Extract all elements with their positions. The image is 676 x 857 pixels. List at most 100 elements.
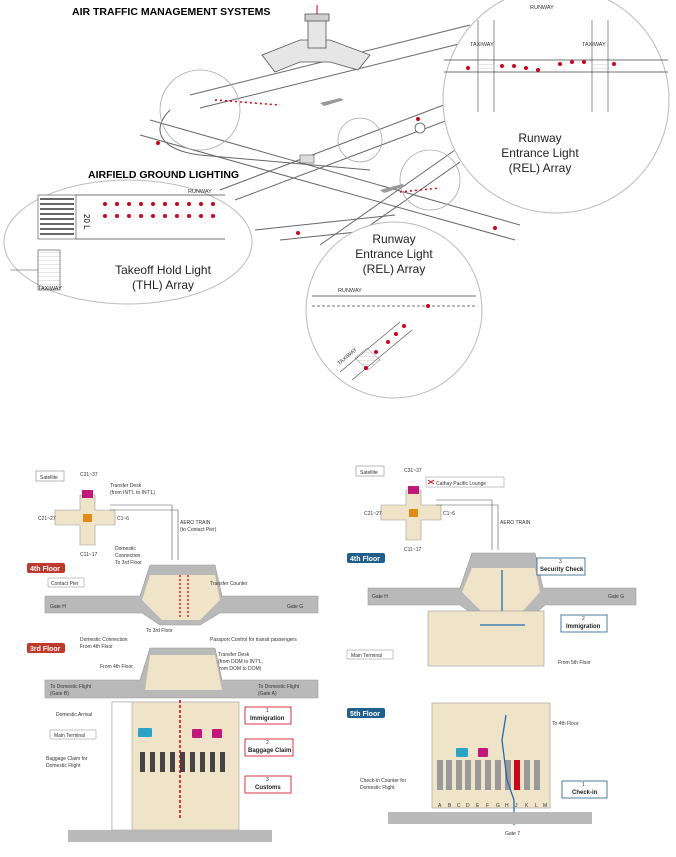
right-route-5f <box>501 714 515 825</box>
right-floor4-label: 4th Floor <box>350 556 380 563</box>
left-floor4-label: 4th Floor <box>30 566 60 573</box>
right-checkin-counters <box>437 760 540 790</box>
left-domestic-arrival: Domestic Arrival <box>56 712 92 718</box>
rel-array-detail-top: RUNWAY TAXIWAY TAXIWAY Runway Entrance L… <box>442 0 670 214</box>
svg-text:B: B <box>448 803 452 809</box>
right-floor5-badge <box>347 708 385 718</box>
left-transfer-desk-sub: (from INT'L to INT'L) <box>110 490 155 496</box>
airplane-icon <box>320 98 344 106</box>
rel-top-runway-label: RUNWAY <box>530 5 554 11</box>
right-checkin-dom-2: Domestic Flight <box>360 785 395 791</box>
zoom-markers <box>159 69 461 211</box>
right-road <box>388 812 592 824</box>
left-floor4-badge <box>27 563 65 573</box>
right-step-checkin: 1 Check-in <box>561 780 608 799</box>
right-counter-letters: A B C D E F G H J K L M <box>438 803 547 809</box>
thl-array-detail: AIRFIELD GROUND LIGHTING RUNWAY 20 L TAX… <box>3 169 253 305</box>
svg-text:D: D <box>466 803 470 809</box>
thl-taxiway-label: TAXIWAY <box>38 286 62 292</box>
svg-text:Immigration: Immigration <box>566 624 601 630</box>
left-c31: C31~37 <box>80 472 98 478</box>
rel-top-caption-3: (REL) Array <box>509 161 572 175</box>
right-aero-train: AERO TRAIN <box>500 520 531 526</box>
svg-text:Immigration: Immigration <box>250 716 285 722</box>
left-aero-train-sub: (to Contact Pier) <box>180 527 217 533</box>
right-floor4-badge <box>347 553 385 563</box>
small-building <box>299 154 315 164</box>
runway-number: 20 L <box>82 214 91 230</box>
left-c1: C1~6 <box>117 516 129 522</box>
thl-caption-1: Takeoff Hold Light <box>115 263 212 277</box>
left-domconn-from4-2: From 4th Floor <box>80 644 113 650</box>
airplane-icon-2 <box>380 184 406 193</box>
left-to-dom-a-1: To Domestic Flight <box>258 684 300 690</box>
svg-text:2: 2 <box>266 740 269 746</box>
person-markers <box>156 117 497 235</box>
svg-text:M: M <box>543 803 547 809</box>
airfield-illustration: AIR TRAFFIC MANAGEMENT SYSTEMS <box>3 0 670 399</box>
svg-text:Customs: Customs <box>255 785 281 791</box>
svg-text:K: K <box>525 803 529 809</box>
runway-lights <box>214 99 441 193</box>
right-c21: C21~27 <box>364 511 382 517</box>
svg-text:3: 3 <box>559 559 562 565</box>
left-c21: C21~27 <box>38 516 56 522</box>
left-step-immigration: 1 Immigration <box>244 706 292 725</box>
left-to-dom-b-2: (Gate B) <box>50 691 69 697</box>
svg-text:G: G <box>496 803 500 809</box>
left-passport-control: Passport Control for transit passengers <box>210 637 297 643</box>
left-transfer-desk2-1: Transfer Desk <box>218 652 250 658</box>
right-gate7: Gate 7 <box>505 831 520 837</box>
left-main-terminal-building <box>111 701 240 831</box>
right-c11: C11~17 <box>404 547 422 553</box>
right-to-4th: To 4th Floor <box>552 721 579 727</box>
rel-top-taxiway-right: TAXIWAY <box>582 42 606 48</box>
rel-bottom-caption-3: (REL) Array <box>363 262 426 276</box>
thl-runway-label: RUNWAY <box>188 189 212 195</box>
right-c31: C31~37 <box>404 468 422 474</box>
lounge-icon <box>427 479 435 485</box>
right-immigration-hall <box>427 610 545 667</box>
right-satellite-label: Satellite <box>360 470 378 476</box>
rel-array-detail-bottom: Runway Entrance Light (REL) Array RUNWAY… <box>305 221 483 399</box>
left-road <box>68 830 272 842</box>
left-transfer-desk2-3: from DOM to DOM) <box>218 666 262 672</box>
left-aero-train: AERO TRAIN <box>180 520 211 526</box>
rel-top-caption-2: Entrance Light <box>501 146 579 160</box>
svg-text:C: C <box>457 803 461 809</box>
left-domconn-1: Domestic <box>115 546 136 552</box>
svg-text:Check-in: Check-in <box>572 790 598 796</box>
svg-text:2: 2 <box>582 616 585 622</box>
right-floor5-label: 5th Floor <box>350 711 380 718</box>
right-step-immigration: 2 Immigration <box>560 614 608 633</box>
left-c11: C11~17 <box>80 552 98 558</box>
atm-title: AIR TRAFFIC MANAGEMENT SYSTEMS <box>72 6 270 18</box>
control-tower <box>261 5 371 73</box>
left-transfer-counter: Transfer Counter <box>210 581 248 587</box>
left-from-4th: From 4th Floor <box>100 664 133 670</box>
rel-bottom-caption-1: Runway <box>372 232 415 246</box>
left-domconn-2: Connection <box>115 553 141 559</box>
left-floor3-badge <box>27 643 65 653</box>
right-checkin-hall <box>431 702 551 809</box>
left-baggage-carousels <box>140 752 225 772</box>
rel-bottom-caption-2: Entrance Light <box>355 247 433 261</box>
right-checkin-dom-1: Check-in Counter for <box>360 778 406 784</box>
svg-text:3: 3 <box>266 777 269 783</box>
left-to-dom-a-2: (Gate A) <box>258 691 277 697</box>
svg-text:1: 1 <box>582 782 585 788</box>
rel-top-taxiway-left: TAXIWAY <box>470 42 494 48</box>
agl-subtitle: AIRFIELD GROUND LIGHTING <box>88 169 239 181</box>
left-transfer-desk: Transfer Desk <box>110 483 142 489</box>
svg-text:Baggage Claim: Baggage Claim <box>248 748 291 754</box>
right-terminal-map: Satellite C31~37 C21~27 C1~6 C11~17 Cath… <box>346 465 637 837</box>
left-domconn-3: To 3rd Floor <box>115 560 142 566</box>
radar-dish-icon <box>414 122 426 134</box>
rel-top-lights <box>466 60 616 72</box>
right-lounge: Cathay Pacific Lounge <box>436 481 486 487</box>
rel-bottom-lights <box>364 304 430 370</box>
svg-text:F: F <box>486 803 489 809</box>
right-gate-g: Gate G <box>608 594 624 600</box>
right-c1: C1~6 <box>443 511 455 517</box>
